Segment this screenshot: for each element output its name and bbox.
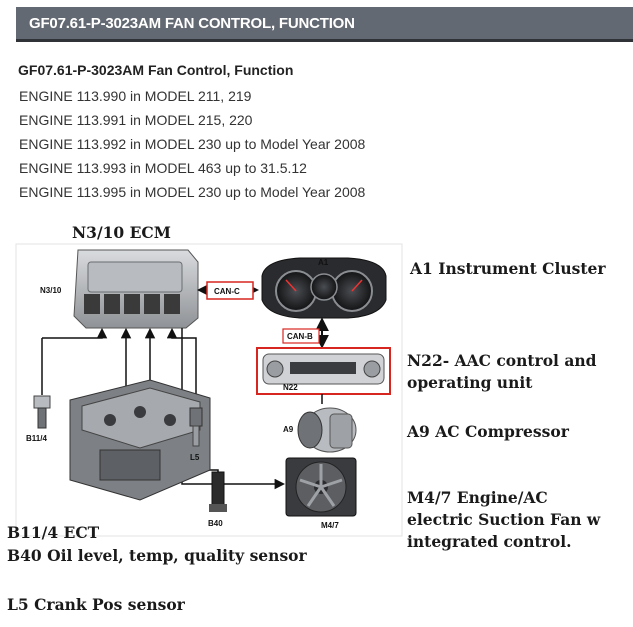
- ac-compressor: [297, 394, 357, 453]
- suction-fan: [285, 457, 357, 517]
- engine-list: ENGINE 113.990 in MODEL 211, 219 ENGINE …: [19, 84, 365, 204]
- callout-oil: B40 Oil level, temp, quality sensor: [7, 546, 307, 565]
- callout-fan-line3: integrated control.: [407, 532, 572, 551]
- callout-ect: B11/4 ECT: [7, 523, 100, 542]
- callout-fan-line1: M4/7 Engine/AC: [407, 488, 548, 507]
- fan-label: M4/7: [321, 521, 339, 530]
- callout-aac: N22- AAC control and operating unit: [407, 350, 597, 394]
- oil-sensor: [209, 471, 227, 512]
- cluster-label: A1: [318, 258, 329, 267]
- callout-aac-line1: N22- AAC control and: [407, 351, 597, 370]
- callout-cluster: A1 Instrument Cluster: [410, 259, 606, 278]
- engine-item: ENGINE 113.995 in MODEL 230 up to Model …: [19, 184, 366, 200]
- ect-label: B11/4: [26, 434, 47, 443]
- crank-label: L5: [190, 453, 200, 462]
- callout-fan-line2: electric Suction Fan w: [407, 510, 601, 529]
- aac-control-unit: [256, 347, 391, 395]
- engine-block: [69, 379, 211, 501]
- instrument-cluster: [261, 257, 387, 319]
- callout-ecm: N3/10 ECM: [72, 223, 171, 242]
- callout-compressor: A9 AC Compressor: [407, 422, 569, 441]
- ect-sensor: [33, 395, 51, 429]
- can-b-label: CAN-B: [287, 332, 313, 341]
- header-title: GF07.61-P-3023AM FAN CONTROL, FUNCTION: [29, 15, 355, 32]
- callout-crank: L5 Crank Pos sensor: [7, 595, 185, 614]
- can-c-label: CAN-C: [214, 287, 240, 296]
- can-b-box: [282, 328, 320, 344]
- aac-label: N22: [283, 383, 298, 392]
- engine-item: ENGINE 113.991 in MODEL 215, 220: [19, 112, 253, 128]
- header-bar: GF07.61-P-3023AM FAN CONTROL, FUNCTION: [16, 7, 633, 42]
- engine-item: ENGINE 113.993 in MODEL 463 up to 31.5.1…: [19, 160, 307, 176]
- document-title: GF07.61-P-3023AM Fan Control, Function: [18, 62, 294, 78]
- compressor-label: A9: [283, 425, 294, 434]
- callout-aac-line2: operating unit: [407, 373, 533, 392]
- engine-item: ENGINE 113.992 in MODEL 230 up to Model …: [19, 136, 366, 152]
- crank-sensor: [189, 407, 203, 447]
- callout-fan: M4/7 Engine/AC electric Suction Fan w in…: [407, 487, 600, 553]
- oil-label: B40: [208, 519, 223, 528]
- ecm-label: N3/10: [40, 286, 62, 295]
- engine-item: ENGINE 113.990 in MODEL 211, 219: [19, 88, 252, 104]
- can-c-box: [206, 281, 254, 300]
- ecm-module: [73, 249, 199, 329]
